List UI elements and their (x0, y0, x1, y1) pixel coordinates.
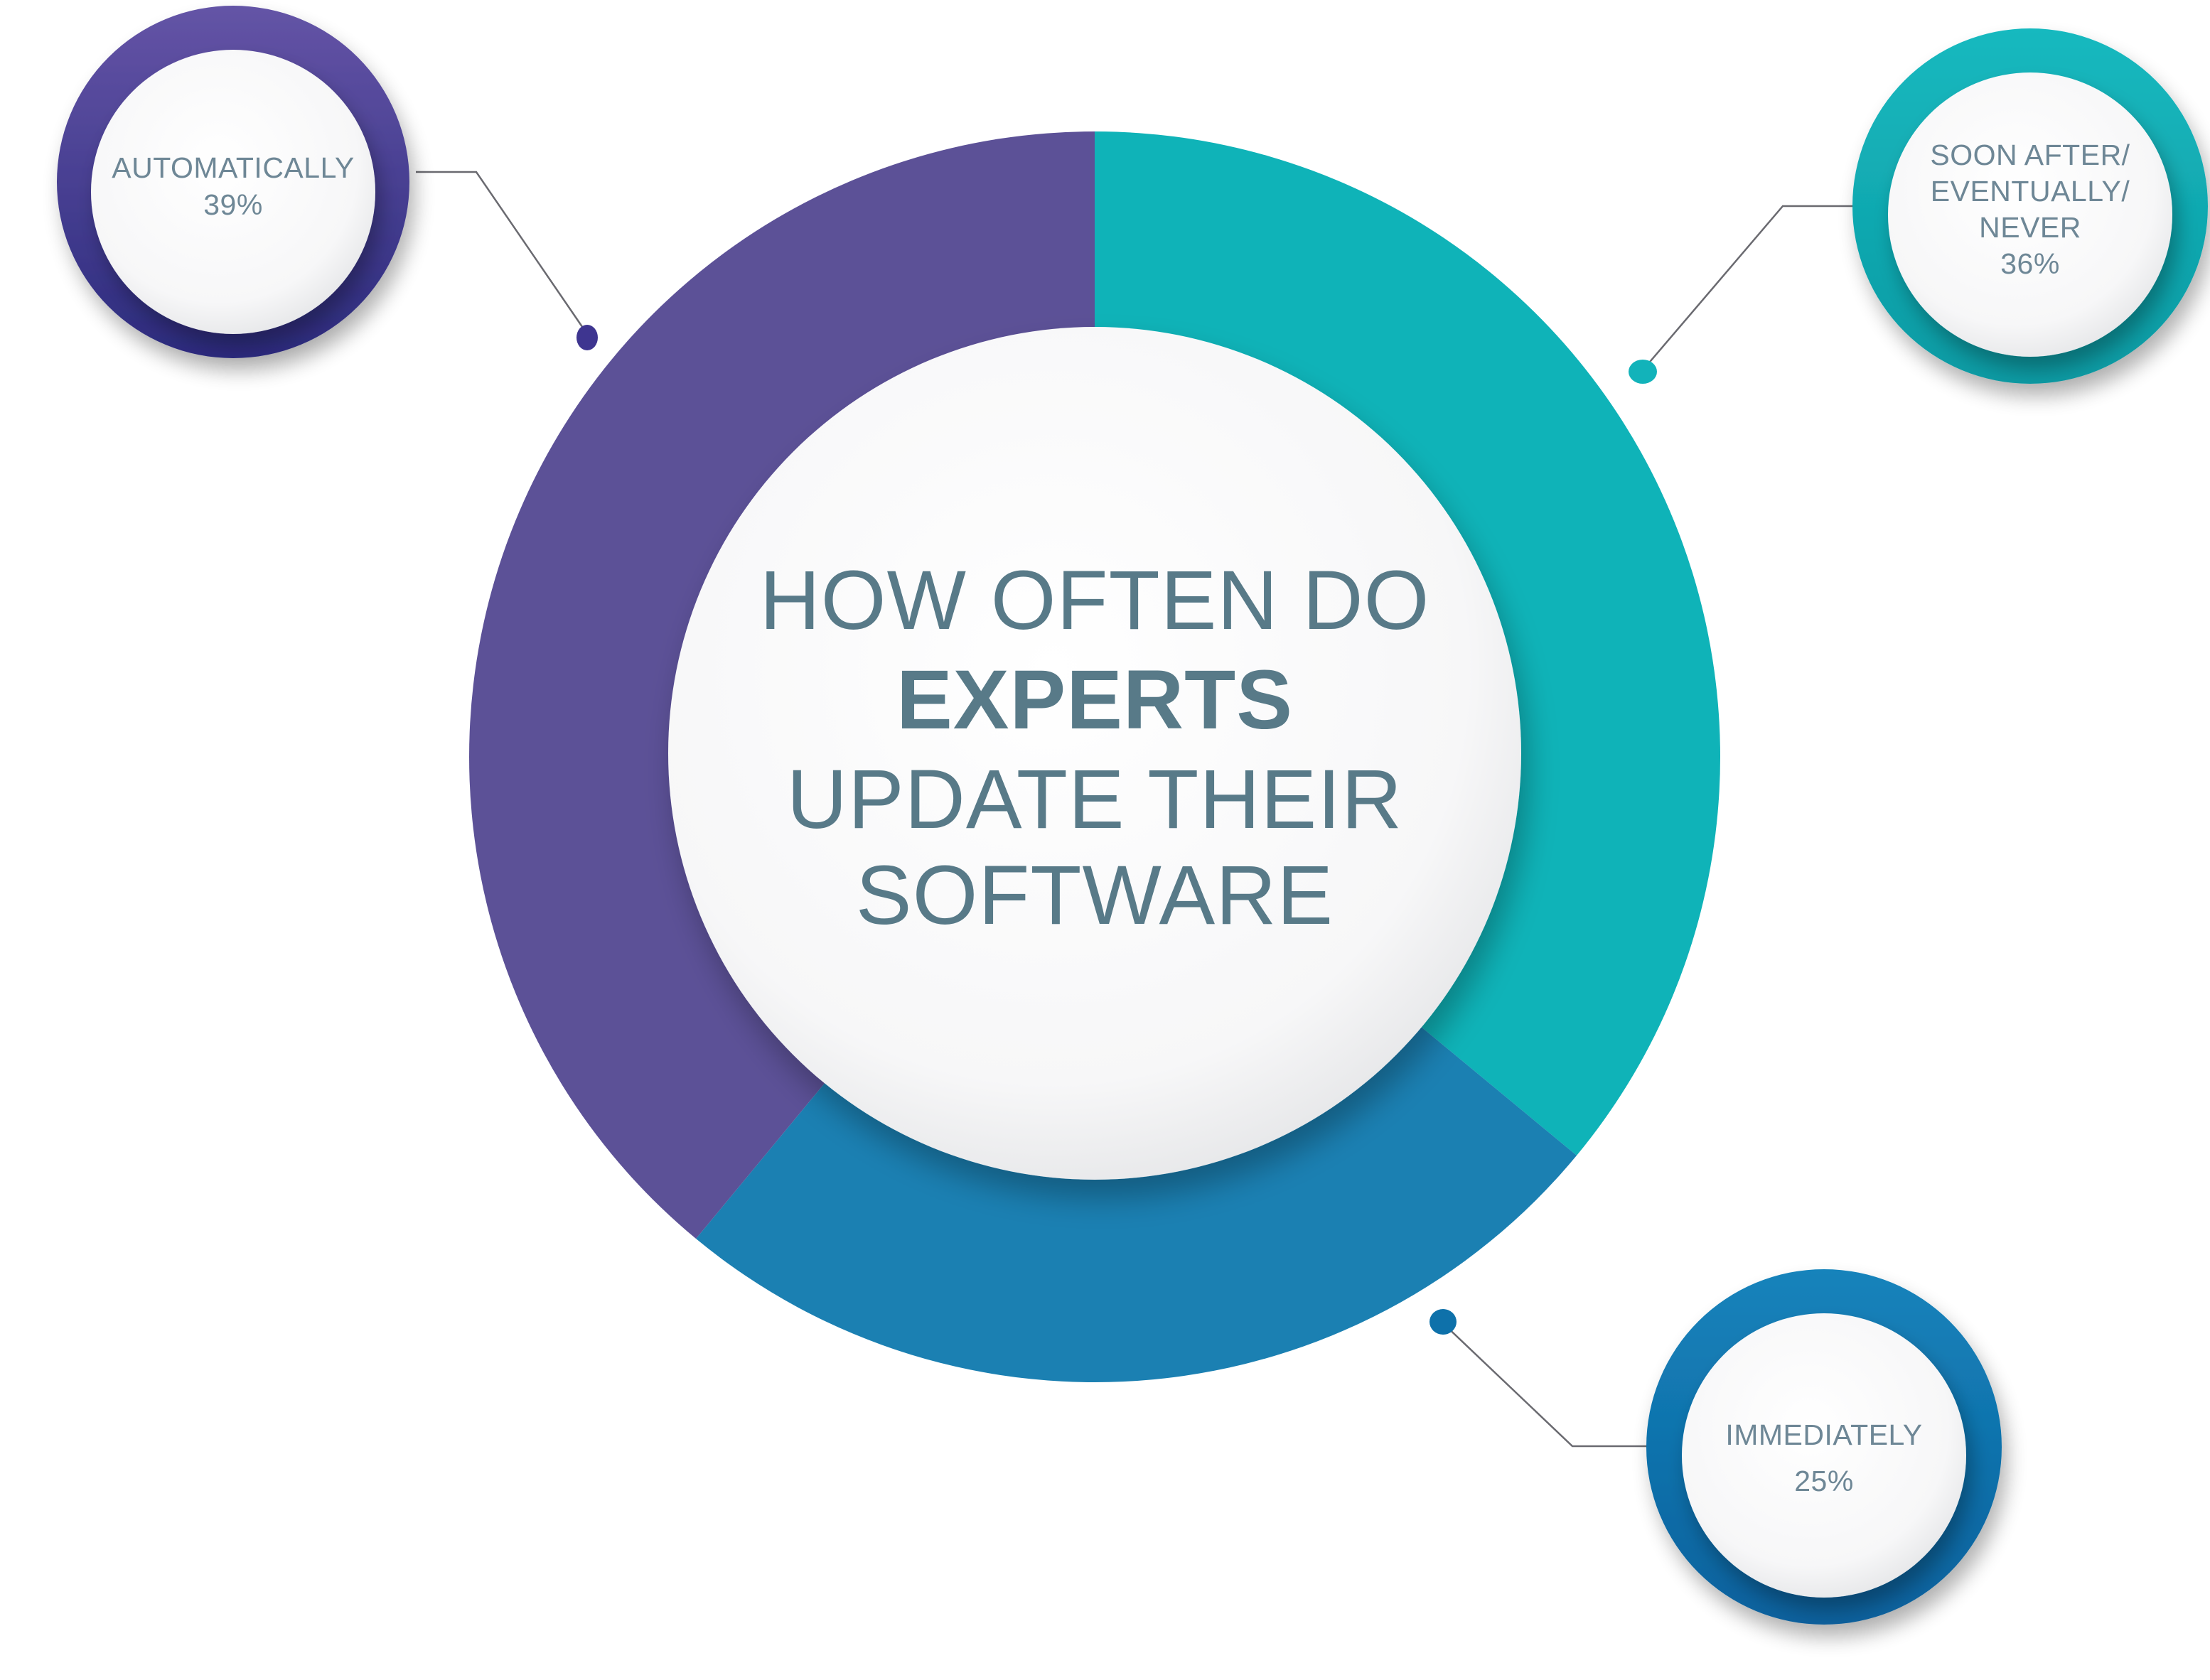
connector-immediately (1429, 1309, 1649, 1448)
label-soon-after-line-1: SOON AFTER/ (1930, 139, 2130, 171)
title-line-1: HOW OFTEN DO (760, 554, 1430, 647)
connector-soon-after (1629, 205, 1854, 384)
connector-automatically (416, 171, 598, 350)
connector-dot-immediately (1429, 1309, 1457, 1335)
value-immediately: 25% (1794, 1465, 1854, 1497)
title-line-2: EXPERTS (896, 653, 1293, 747)
value-automatically: 39% (203, 188, 263, 221)
value-soon-after: 36% (2000, 247, 2060, 280)
title-line-4: SOFTWARE (856, 849, 1334, 942)
label-soon-after-line-2: EVENTUALLY/ (1931, 175, 2130, 208)
label-immediately: IMMEDIATELY (1725, 1418, 1922, 1451)
connector-dot-soon-after (1629, 360, 1657, 384)
chart-title: HOW OFTEN DO EXPERTS UPDATE THEIR SOFTWA… (760, 554, 1430, 942)
bubble-automatically: AUTOMATICALLY 39% (57, 6, 409, 358)
center-disc (668, 327, 1521, 1180)
bubble-immediately: IMMEDIATELY 25% (1646, 1269, 2002, 1625)
bubble-soon-after: SOON AFTER/ EVENTUALLY/ NEVER 36% (1852, 28, 2208, 384)
title-line-3: UPDATE THEIR (787, 753, 1403, 846)
connector-dot-automatically (576, 325, 598, 350)
label-soon-after-line-3: NEVER (1979, 211, 2081, 244)
label-automatically: AUTOMATICALLY (112, 151, 354, 184)
